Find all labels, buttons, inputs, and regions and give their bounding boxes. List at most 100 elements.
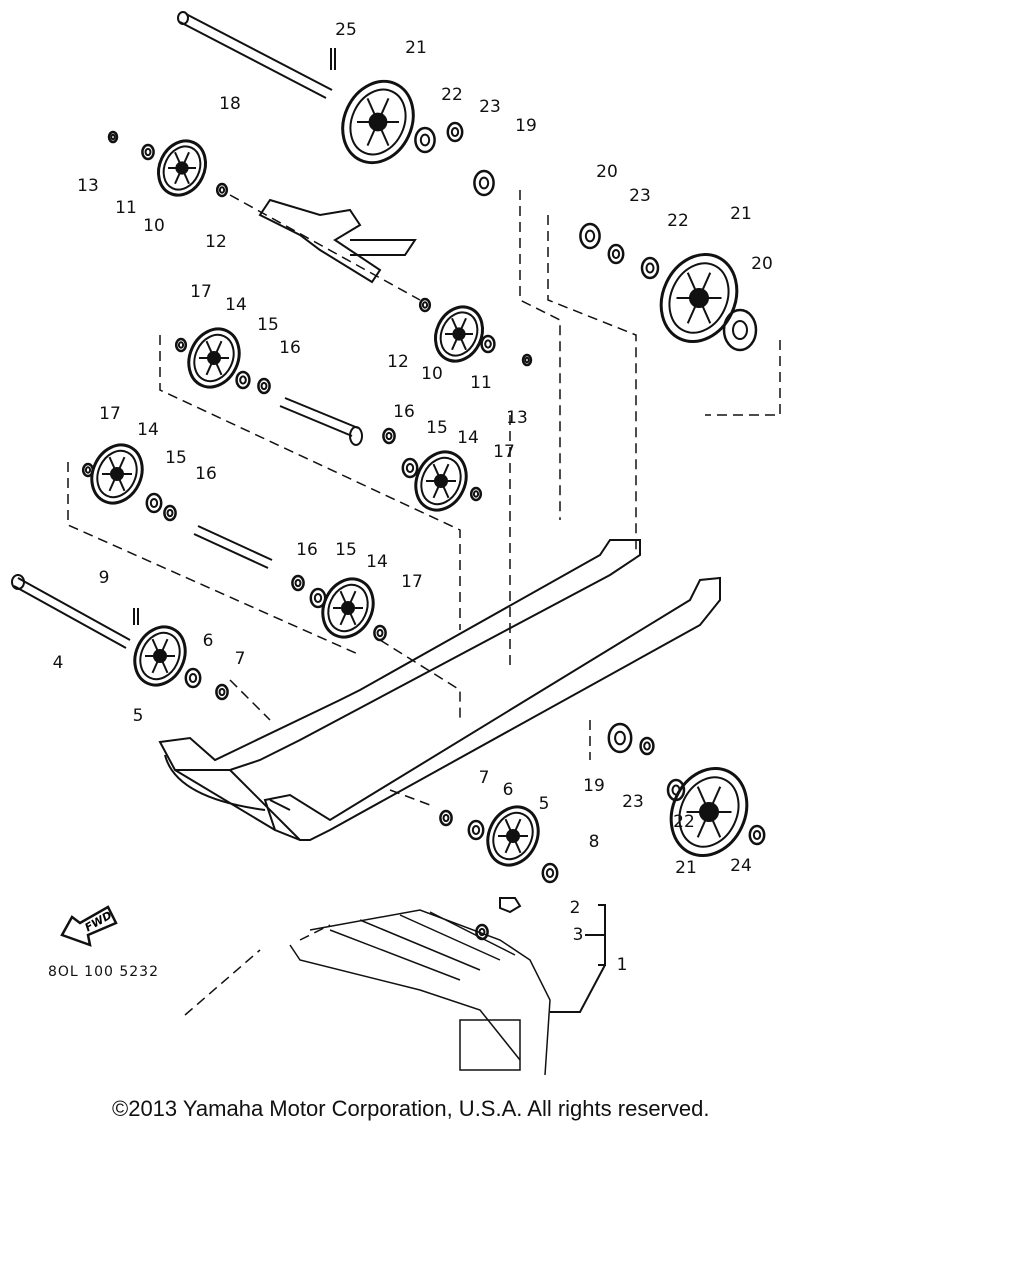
part-callout: 17 — [401, 572, 423, 592]
part-callout: 20 — [596, 162, 618, 182]
part-callout: 8 — [588, 832, 600, 852]
bushing-hole — [524, 356, 530, 364]
bushing-hole — [376, 628, 384, 638]
diagram-code: 8OL 100 5232 — [48, 964, 159, 980]
bushing-part — [521, 353, 533, 367]
part-callout: 15 — [426, 418, 448, 438]
part-callout: 6 — [202, 631, 214, 651]
bushing-part — [107, 130, 119, 144]
bushing-hole — [671, 784, 681, 796]
fwd-arrow-icon — [60, 905, 118, 947]
bushing-hole — [643, 741, 651, 751]
idler-wheel — [669, 766, 749, 858]
small-parts — [81, 121, 766, 1013]
bushing-hole — [442, 813, 450, 823]
bushing-part — [748, 824, 766, 846]
bushing-part — [373, 624, 387, 642]
diagram-drawing — [11, 11, 781, 1076]
bushing-part — [174, 337, 188, 353]
bushing-part — [640, 256, 660, 280]
bushing-part — [141, 143, 155, 161]
part-callout: 25 — [335, 20, 357, 40]
part-callout: 7 — [234, 649, 246, 669]
idler-wheel — [321, 577, 375, 639]
idler-wheel — [341, 79, 415, 165]
idler-wheel — [133, 625, 187, 687]
part-callout: 16 — [279, 338, 301, 358]
part-callout: 21 — [405, 38, 427, 58]
bushing-part — [184, 667, 202, 689]
part-callout: 11 — [115, 198, 137, 218]
part-callout: 15 — [257, 315, 279, 335]
part-callout: 9 — [98, 568, 110, 588]
part-callout: 12 — [205, 232, 227, 252]
bushing-part — [467, 819, 485, 841]
bushing-part — [666, 778, 686, 802]
bushing-hole — [177, 341, 185, 349]
part-callout: 22 — [673, 812, 695, 832]
bushing-part — [215, 182, 229, 198]
bushing-part — [439, 809, 453, 827]
part-callout: 15 — [335, 540, 357, 560]
slide-rail-frame — [158, 539, 721, 841]
bushing-hole — [611, 248, 621, 260]
part-callout: 14 — [457, 428, 479, 448]
part-callout: 7 — [478, 768, 490, 788]
part-callout: 10 — [143, 216, 165, 236]
bushing-hole — [239, 375, 247, 385]
bushing-part — [469, 486, 483, 502]
part-callout: 18 — [219, 94, 241, 114]
part-callout: 14 — [225, 295, 247, 315]
part-callout: 17 — [99, 404, 121, 424]
part-callout: 2 — [569, 898, 581, 918]
part-callout: 23 — [479, 97, 501, 117]
part-callout: 5 — [132, 706, 144, 726]
fwd-arrow: FWD — [60, 905, 120, 957]
part-callout: 6 — [502, 780, 514, 800]
leader-lines — [67, 190, 781, 1016]
bushing-part — [541, 862, 559, 884]
bushing-part — [722, 308, 758, 352]
bushing-hole — [471, 824, 481, 836]
part-callout: 23 — [629, 186, 651, 206]
bushing-part — [382, 427, 396, 445]
bushing-hole — [405, 462, 415, 474]
bushing-hole — [421, 301, 429, 309]
part-callout: 19 — [583, 776, 605, 796]
bushing-part — [145, 492, 163, 514]
bushing-part — [607, 243, 625, 265]
axles — [11, 11, 363, 649]
idler-wheel — [434, 305, 484, 363]
bushing-part — [639, 736, 655, 756]
bushing-part — [418, 297, 432, 313]
bushing-hole — [110, 133, 116, 141]
bushing-part — [401, 457, 419, 479]
bushing-hole — [545, 867, 555, 879]
bushing-hole — [313, 592, 323, 604]
bushing-hole — [478, 927, 486, 937]
part-callout: 24 — [730, 856, 752, 876]
track-clip — [499, 897, 522, 914]
part-callout: 5 — [538, 794, 550, 814]
idler-wheel — [486, 805, 540, 867]
wheels — [90, 79, 749, 867]
bushing-hole — [149, 497, 159, 509]
copyright-text: ©2013 Yamaha Motor Corporation, U.S.A. A… — [112, 1096, 710, 1121]
bushing-part — [480, 334, 496, 354]
part-callout: 14 — [137, 420, 159, 440]
bushing-hole — [188, 672, 198, 684]
bushing-hole — [645, 262, 655, 274]
part-callout: 13 — [506, 408, 528, 428]
bushing-hole — [450, 126, 460, 138]
bushing-part — [163, 504, 177, 522]
bushing-part — [414, 126, 436, 154]
part-callout: 22 — [441, 85, 463, 105]
bushing-part — [291, 574, 305, 592]
bushing-hole — [752, 829, 762, 841]
bushing-part — [579, 222, 601, 250]
part-callout: 20 — [751, 254, 773, 274]
bushing-hole — [419, 133, 431, 147]
bushing-part — [257, 377, 271, 395]
part-callout: 4 — [52, 653, 64, 673]
